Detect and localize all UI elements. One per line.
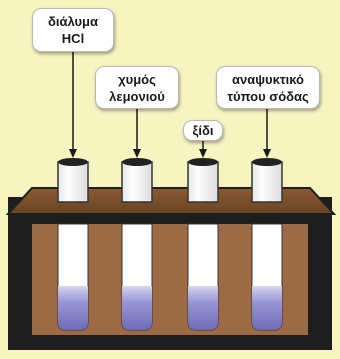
tube-4 xyxy=(251,158,283,331)
label-lemon-line2: λεμονιού xyxy=(109,88,165,104)
label-vinegar-line1: ξίδι xyxy=(192,123,214,138)
liquid-4 xyxy=(252,286,282,330)
arrow-vinegar xyxy=(199,141,207,158)
tube-3 xyxy=(187,158,219,331)
liquid-3 xyxy=(188,286,218,330)
label-soda-line2: τύπου σόδας xyxy=(227,88,309,104)
label-lemon-juice: χυμός λεμονιού xyxy=(95,66,179,109)
label-hcl-solution: διάλυμα HCl xyxy=(32,8,114,52)
arrow-hcl xyxy=(69,52,77,158)
label-soda-line1: αναψυκτικό xyxy=(232,71,304,87)
label-hcl-line2: HCl xyxy=(61,31,85,46)
rack-top-shelf xyxy=(5,187,337,215)
label-vinegar: ξίδι xyxy=(183,120,223,141)
rack xyxy=(5,187,337,350)
tube-1 xyxy=(57,158,89,331)
tube-2 xyxy=(121,158,153,331)
arrow-lemon xyxy=(133,109,141,158)
liquid-1 xyxy=(58,286,88,330)
label-hcl-line1: διάλυμα xyxy=(47,14,99,29)
liquid-2 xyxy=(122,286,152,330)
label-lemon-line1: χυμός xyxy=(118,71,156,87)
label-soda-drink: αναψυκτικό τύπου σόδας xyxy=(216,66,320,109)
arrow-soda xyxy=(263,109,271,158)
